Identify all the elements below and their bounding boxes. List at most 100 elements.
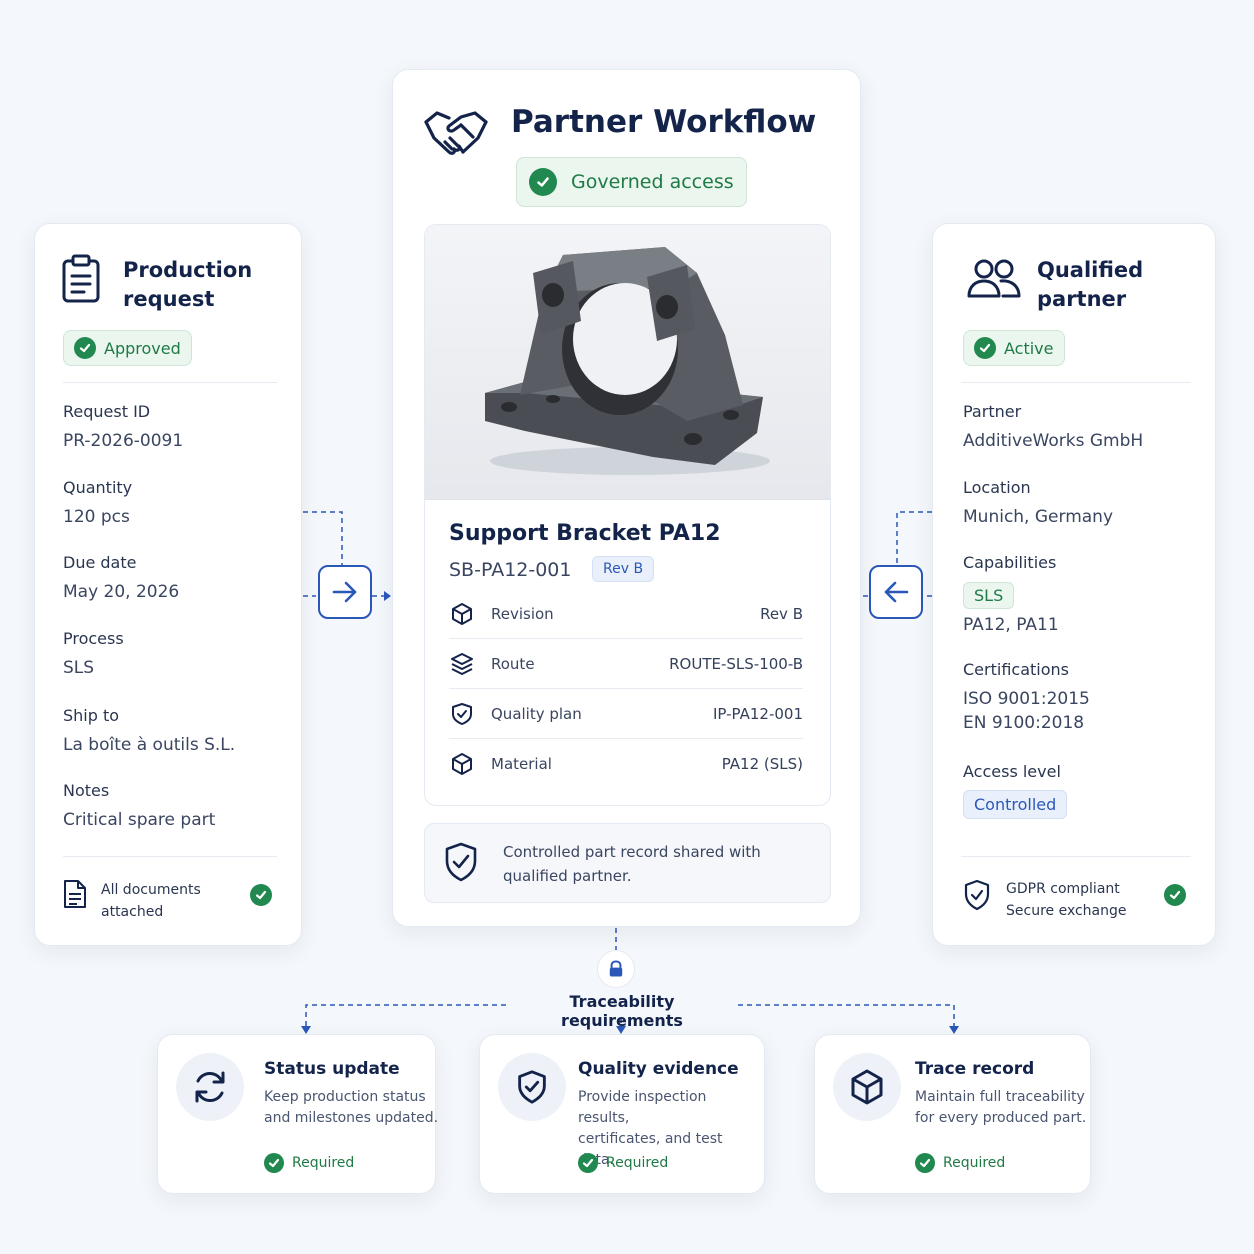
spec-label: Route <box>491 654 535 673</box>
required-text: Required <box>292 1155 355 1171</box>
shield-check-icon <box>963 879 991 911</box>
part-image <box>425 225 830 500</box>
trace-item-desc-line2: and milestones updated. <box>264 1110 439 1126</box>
trace-item-title: Trace record <box>915 1059 1035 1079</box>
shield-check-icon <box>445 842 477 882</box>
spec-row-route: Route ROUTE-SLS-100-B <box>449 639 803 689</box>
spec-row-revision: Revision Rev B <box>449 589 803 639</box>
field-label: Quantity <box>63 478 133 497</box>
shield-check-icon <box>498 1053 566 1121</box>
check-icon <box>264 1153 284 1173</box>
cube-icon <box>833 1053 901 1121</box>
field-value: Munich, Germany <box>963 507 1114 527</box>
arrow-left-icon <box>884 581 909 603</box>
card-title-line2: request <box>123 287 215 311</box>
status-text: Approved <box>104 338 181 358</box>
footer-text: GDPR compliant <box>1006 881 1120 897</box>
part-name: Support Bracket PA12 <box>449 521 721 546</box>
field-value: AdditiveWorks GmbH <box>963 431 1144 451</box>
card-title: Qualified <box>1037 258 1144 282</box>
workflow-title: Partner Workflow <box>511 104 817 140</box>
field-label: Certifications <box>963 660 1069 679</box>
field-value: May 20, 2026 <box>63 582 180 602</box>
field-label: Ship to <box>63 706 120 725</box>
part-number: SB-PA12-001 <box>449 559 572 581</box>
handshake-icon <box>423 108 489 160</box>
required-text: Required <box>606 1155 669 1171</box>
field-label: Due date <box>63 553 137 572</box>
footer-text-line2: attached <box>101 904 164 920</box>
trace-item-desc: Provide inspection results, <box>578 1089 707 1126</box>
status-update-card: Status update Keep production status and… <box>157 1034 438 1194</box>
shield-check-icon <box>452 702 472 725</box>
field-value: La boîte à outils S.L. <box>63 735 236 755</box>
quality-evidence-card: Quality evidence Provide inspection resu… <box>479 1034 765 1194</box>
users-icon <box>967 258 1021 300</box>
spec-row-quality-plan: Quality plan IP-PA12-001 <box>449 689 803 739</box>
arrow-right-icon <box>332 581 357 603</box>
spec-value: IP-PA12-001 <box>712 704 803 723</box>
trace-record-card: Trace record Maintain full traceability … <box>814 1034 1091 1194</box>
field-label: Capabilities <box>963 553 1057 572</box>
check-icon <box>250 884 272 906</box>
check-icon <box>578 1153 598 1173</box>
field-value: SLS <box>63 658 95 678</box>
check-icon <box>915 1153 935 1173</box>
check-icon <box>529 168 557 196</box>
spec-label: Revision <box>491 604 554 623</box>
spec-value: Rev B <box>760 604 803 623</box>
status-badge: Approved <box>63 330 192 366</box>
clipboard-icon <box>61 254 101 304</box>
spec-value: PA12 (SLS) <box>721 755 803 773</box>
controlled-record-notice: Controlled part record shared with quali… <box>424 823 831 903</box>
check-icon <box>1164 884 1186 906</box>
qualified-partner-card: Qualified partner Active Partner Additiv… <box>932 223 1216 946</box>
field-label: Access level <box>963 762 1061 781</box>
cube-icon <box>452 602 472 625</box>
certification-item: EN 9100:2018 <box>963 713 1085 733</box>
send-to-workflow-button[interactable] <box>318 565 372 619</box>
layers-icon <box>451 652 473 675</box>
spec-table: Revision Rev B Route ROUTE-SLS-100-B Qua… <box>425 589 830 791</box>
required-badge: Required <box>915 1153 1005 1173</box>
trace-item-desc: Keep production status <box>264 1089 426 1105</box>
receive-from-partner-button[interactable] <box>869 565 923 619</box>
field-label: Request ID <box>63 402 151 421</box>
field-value: Critical spare part <box>63 810 216 830</box>
trace-item-title: Quality evidence <box>578 1059 739 1079</box>
revision-badge: Rev B <box>592 556 655 582</box>
governed-access-text: Governed access <box>571 171 734 193</box>
field-label: Process <box>63 629 124 648</box>
field-value: 120 pcs <box>63 507 130 527</box>
check-icon <box>974 337 996 359</box>
spec-label: Material <box>491 755 552 773</box>
lock-icon <box>597 950 635 988</box>
production-request-card: Production request Approved Request ID P… <box>34 223 302 946</box>
status-text: Active <box>1004 338 1054 358</box>
card-title: Production <box>123 258 253 282</box>
access-level-badge: Controlled <box>963 790 1068 819</box>
field-value: PR-2026-0091 <box>63 431 184 451</box>
certification-item: ISO 9001:2015 <box>963 689 1090 709</box>
trace-item-desc-line2: for every produced part. <box>915 1110 1087 1126</box>
required-text: Required <box>943 1155 1006 1171</box>
notice-text: Controlled part record shared with quali… <box>503 843 761 885</box>
field-label: Location <box>963 478 1031 497</box>
field-label: Partner <box>963 402 1022 421</box>
footer-text-line2: Secure exchange <box>1006 903 1127 919</box>
trace-item-desc: Maintain full traceability <box>915 1089 1085 1105</box>
required-badge: Required <box>578 1153 668 1173</box>
check-icon <box>74 337 96 359</box>
refresh-icon <box>176 1053 244 1121</box>
field-label: Notes <box>63 781 110 800</box>
trace-item-title: Status update <box>264 1059 400 1079</box>
field-value: PA12, PA11 <box>963 615 1059 635</box>
partner-workflow-card: Partner Workflow Governed access <box>392 69 861 927</box>
part-panel: Support Bracket PA12 SB-PA12-001 Rev B R… <box>424 224 831 806</box>
cube-icon <box>452 753 472 775</box>
status-badge: Active <box>963 330 1065 366</box>
footer-text: All documents <box>101 882 201 898</box>
required-badge: Required <box>264 1153 354 1173</box>
document-icon <box>63 879 87 909</box>
card-title-line2: partner <box>1037 287 1127 311</box>
